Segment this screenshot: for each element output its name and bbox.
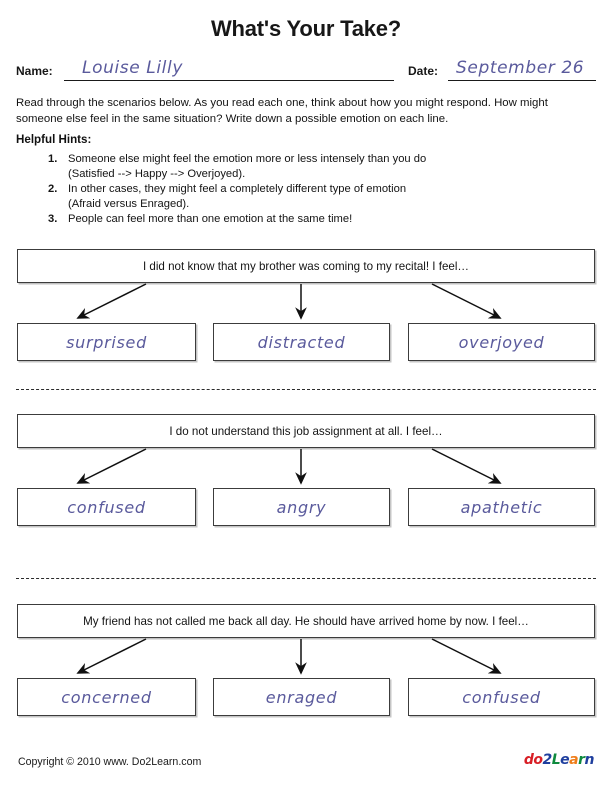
hint-subtext: (Afraid versus Enraged). — [68, 197, 190, 210]
helpful-hints-list: 1. Someone else might feel the emotion m… — [48, 152, 592, 228]
instructions-text: Read through the scenarios below. As you… — [16, 97, 548, 125]
arrow-right — [431, 638, 502, 674]
answer-box-3[interactable]: apathetic — [408, 488, 595, 526]
answer-value[interactable]: concerned — [61, 687, 152, 707]
answer-box-1[interactable]: concerned — [17, 678, 196, 716]
answer-box-2[interactable]: angry — [213, 488, 390, 526]
hint-subtext: (Satisfied --> Happy --> Overjoyed). — [68, 167, 246, 180]
arrow-right — [431, 283, 502, 319]
arrow-group — [76, 638, 502, 675]
page-title: What's Your Take? — [210, 16, 402, 41]
logo-letter: n — [584, 752, 595, 768]
hint-number: 2. — [48, 183, 58, 196]
answer-row: confused angry apathetic — [0, 488, 612, 526]
answer-value[interactable]: angry — [276, 497, 327, 517]
name-field-value[interactable]: Louise Lilly — [82, 58, 183, 78]
scenario-prompt-box: My friend has not called me back all day… — [17, 604, 595, 638]
hint-text: People can feel more than one emotion at… — [68, 213, 353, 226]
section-divider — [16, 389, 596, 390]
logo-letter: 2 — [542, 752, 553, 768]
logo-letter: r — [578, 752, 585, 768]
answer-value[interactable]: surprised — [66, 332, 147, 352]
hint-item: 1. Someone else might feel the emotion m… — [48, 152, 592, 181]
name-field-rule[interactable] — [64, 80, 394, 81]
answer-box-1[interactable]: surprised — [17, 323, 196, 361]
answer-box-3[interactable]: overjoyed — [408, 323, 595, 361]
answer-box-3[interactable]: confused — [408, 678, 595, 716]
name-date-row: Name: Louise Lilly Date: September 26 — [16, 58, 596, 82]
arrow-group — [76, 283, 502, 320]
helpful-hints-title: Helpful Hints: — [16, 133, 92, 146]
hint-item: 3. People can feel more than one emotion… — [48, 212, 592, 227]
answer-value[interactable]: distracted — [257, 332, 346, 352]
logo-letter: L — [551, 752, 561, 768]
logo-letter: a — [569, 752, 579, 768]
answer-value[interactable]: enraged — [265, 687, 338, 707]
answer-value[interactable]: overjoyed — [458, 332, 545, 352]
arrow-left — [76, 448, 147, 484]
answer-row: concerned enraged confused — [0, 678, 612, 716]
date-label: Date: — [408, 64, 439, 78]
logo-letter: d — [523, 752, 534, 768]
answer-row: surprised distracted overjoyed — [0, 323, 612, 361]
date-field-rule[interactable] — [448, 80, 596, 81]
answer-box-2[interactable]: distracted — [213, 323, 390, 361]
answer-box-2[interactable]: enraged — [213, 678, 390, 716]
hint-item: 2. In other cases, they might feel a com… — [48, 182, 592, 211]
scenario-prompt-box: I did not know that my brother was comin… — [17, 249, 595, 283]
logo-letter: e — [560, 752, 570, 768]
scenario-prompt-text: My friend has not called me back all day… — [83, 614, 529, 628]
arrow-right — [431, 448, 502, 484]
arrow-left — [76, 283, 147, 319]
do2learn-logo[interactable]: do2Learn — [523, 752, 595, 768]
hint-number: 3. — [48, 213, 58, 226]
copyright-text: Copyright © 2010 www. Do2Learn.com — [18, 756, 202, 768]
answer-value[interactable]: confused — [462, 687, 541, 707]
scenario-prompt-text: I do not understand this job assignment … — [169, 424, 443, 438]
hint-number: 1. — [48, 153, 58, 165]
section-divider — [16, 578, 596, 579]
scenario-prompt-text: I did not know that my brother was comin… — [142, 259, 470, 273]
scenario-prompt-box: I do not understand this job assignment … — [17, 414, 595, 448]
answer-value[interactable]: confused — [67, 497, 146, 517]
name-label: Name: — [16, 64, 53, 78]
hint-text: Someone else might feel the emotion more… — [68, 153, 427, 165]
date-field-value[interactable]: September 26 — [456, 58, 585, 78]
answer-box-1[interactable]: confused — [17, 488, 196, 526]
logo-letter: o — [533, 752, 543, 768]
hint-text: In other cases, they might feel a comple… — [68, 183, 407, 196]
answer-value[interactable]: apathetic — [460, 497, 543, 517]
arrow-group — [76, 448, 502, 485]
arrow-left — [76, 638, 147, 674]
